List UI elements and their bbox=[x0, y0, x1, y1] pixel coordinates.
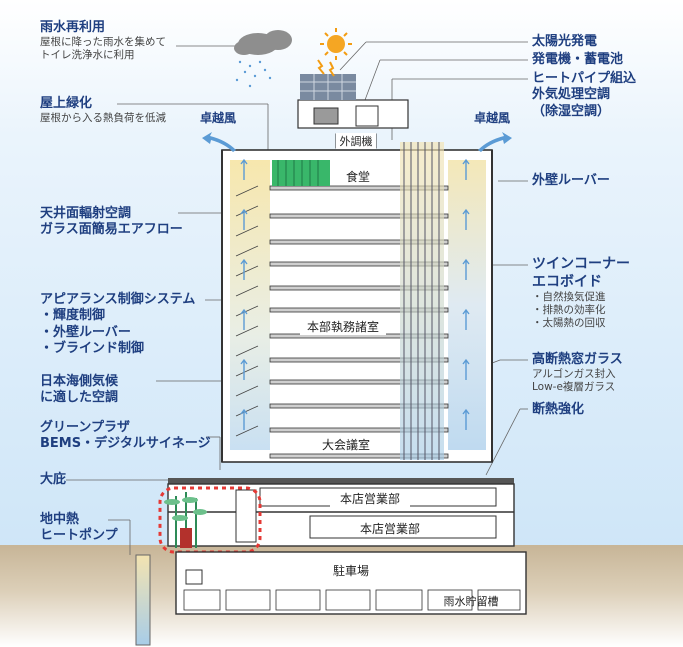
callout-line: 屋根から入る熱負荷を低減 bbox=[40, 112, 166, 125]
callout-line: アピアランス制御システム bbox=[40, 292, 196, 307]
callout-generator: 発電機・蓄電池 bbox=[532, 52, 623, 68]
callout-line: ・ブラインド制御 bbox=[40, 340, 145, 356]
callout-line: 外気処理空調 bbox=[532, 87, 611, 103]
room-branch-lower: 本店営業部 bbox=[350, 520, 430, 537]
callout-rainwater: 雨水再利用 屋根に降った雨水を集めて トイレ洗浄水に利用 bbox=[40, 20, 166, 63]
callout-line: エコボイド bbox=[532, 273, 602, 290]
callout-line: ・輝度制御 bbox=[40, 308, 106, 324]
callout-line: 屋根に降った雨水を集めて bbox=[40, 36, 166, 49]
callout-line: ツインコーナー bbox=[532, 256, 630, 272]
callout-insulation: 断熱強化 bbox=[532, 402, 584, 418]
callout-line: ガラス面簡易エアフロー bbox=[40, 222, 183, 238]
callout-line: ・外壁ルーバー bbox=[40, 324, 131, 340]
callout-title: 外壁ルーバー bbox=[532, 173, 610, 188]
callout-heatpipe: ヒートパイプ組込 外気処理空調 （除湿空調） bbox=[532, 71, 636, 120]
callout-eaves: 大庇 bbox=[40, 472, 66, 488]
callout-title: 太陽光発電 bbox=[532, 34, 598, 49]
callout-title: 断熱強化 bbox=[532, 402, 585, 417]
rain-icon bbox=[235, 60, 272, 88]
callout-line: ヒートポンプ bbox=[40, 528, 118, 544]
callout-louver: 外壁ルーバー bbox=[532, 173, 610, 189]
callout-line: グリーンプラザ bbox=[40, 420, 130, 435]
callout-title: 発電機・蓄電池 bbox=[532, 52, 624, 67]
room-outdoor-ac: 外調機 bbox=[336, 133, 376, 149]
callout-line: に適した空調 bbox=[40, 390, 119, 406]
callout-line: ヒートパイプ組込 bbox=[532, 71, 637, 86]
green-roof bbox=[272, 160, 330, 186]
callout-line: トイレ洗浄水に利用 bbox=[40, 49, 135, 62]
room-hq-office: 本部執務諸室 bbox=[300, 318, 386, 335]
callout-appearance: アピアランス制御システム ・輝度制御 ・外壁ルーバー ・ブラインド制御 bbox=[40, 292, 195, 357]
callout-title: 屋上緑化 bbox=[40, 96, 93, 111]
callout-green-plaza: グリーンプラザ BEMS・デジタルサイネージ bbox=[40, 420, 211, 453]
wind-arrow-icon bbox=[202, 132, 512, 152]
wind-label-right: 卓越風 bbox=[474, 111, 511, 125]
cloud-icon bbox=[234, 30, 292, 55]
callout-line: BEMS・デジタルサイネージ bbox=[40, 436, 211, 452]
sun-icon bbox=[317, 28, 352, 77]
callout-line: アルゴンガス封入 bbox=[532, 368, 616, 381]
heat-pipe-lines bbox=[403, 142, 440, 460]
callout-line: Low-e複層ガラス bbox=[532, 381, 616, 394]
callout-line: （除湿空調） bbox=[532, 103, 611, 119]
room-branch-upper: 本店営業部 bbox=[330, 490, 410, 507]
callout-ceiling: 天井面輻射空調 ガラス面簡易エアフロー bbox=[40, 206, 183, 239]
callout-bullet: ・太陽熱の回収 bbox=[532, 317, 606, 330]
eaves bbox=[168, 478, 514, 484]
vent-arrow-icon bbox=[240, 158, 470, 430]
room-cafeteria: 食堂 bbox=[340, 168, 376, 185]
callout-title: 雨水再利用 bbox=[40, 20, 106, 35]
callout-title: 大庇 bbox=[40, 472, 67, 487]
callout-roof-green: 屋上緑化 屋根から入る熱負荷を低減 bbox=[40, 96, 166, 125]
callout-climate: 日本海側気候 に適した空調 bbox=[40, 374, 118, 407]
room-hall: 大会議室 bbox=[316, 436, 376, 453]
room-rain-tank: 雨水貯留槽 bbox=[443, 595, 499, 608]
callout-bullet: ・自然換気促進 bbox=[532, 291, 606, 303]
callout-glass: 高断熱窓ガラス アルゴンガス封入 Low-e複層ガラス bbox=[532, 352, 623, 395]
right-eco-void bbox=[448, 160, 486, 450]
callout-title: 高断熱窓ガラス bbox=[532, 352, 623, 367]
wind-label-left: 卓越風 bbox=[200, 111, 237, 125]
callout-geothermal: 地中熱 ヒートポンプ bbox=[40, 512, 118, 545]
callout-solar: 太陽光発電 bbox=[532, 34, 597, 50]
left-eco-void bbox=[230, 160, 270, 450]
callout-line: 日本海側気候 bbox=[40, 374, 119, 389]
bamboo-icon bbox=[164, 492, 207, 548]
callout-line: 地中熱 bbox=[40, 512, 80, 527]
callout-bullet: ・排熱の効率化 bbox=[532, 304, 606, 317]
floor-slabs bbox=[269, 185, 449, 459]
callout-line: 天井面輻射空調 bbox=[40, 206, 132, 221]
room-parking: 駐車場 bbox=[326, 562, 376, 579]
geothermal-pipe bbox=[135, 554, 151, 646]
callout-twin-void: ツインコーナー エコボイド ・自然換気促進 ・排熱の効率化 ・太陽熱の回収 bbox=[532, 256, 630, 330]
